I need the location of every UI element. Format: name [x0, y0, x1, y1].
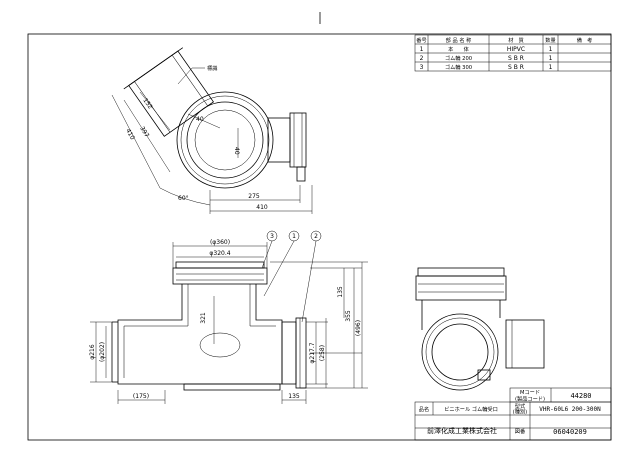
table-cell-no: 2 [420, 55, 424, 62]
table-cell-material: S B R [508, 55, 524, 62]
drawing-number-value: 06040209 [553, 428, 587, 436]
table-cell-material: S B R [508, 64, 524, 71]
dim-phi-216: φ216 [89, 344, 96, 360]
product-name-value: ビニホール ゴム輪受口 [444, 405, 498, 413]
side-view [415, 267, 545, 391]
model-label: 型式 [515, 402, 526, 410]
title-block: Mコード (製品コード) 44280 品名 ビニホール ゴム輪受口 型式 (種別… [414, 387, 612, 441]
dim-135-v: 135 [337, 286, 344, 298]
table-cell-qty: 1 [549, 64, 553, 71]
dim-40-a: 40 [196, 116, 204, 123]
table-cell-qty: 1 [549, 46, 553, 53]
table-header-material: 材 質 [508, 36, 524, 44]
dim-152: 152 [141, 97, 153, 111]
table-header-no: 番号 [416, 37, 426, 44]
dim-phi-320-4: φ320.4 [209, 250, 230, 257]
table-cell-no: 3 [420, 64, 424, 71]
parts-table: 番号 部 品 名 称 材 質 数量 備 考 1 本 体 HIPVC 1 2 ゴム… [414, 34, 612, 72]
drawing-number-label: 図番 [515, 428, 526, 435]
drawing-frame [27, 33, 612, 441]
dim-355: 355 [345, 310, 352, 322]
dim-175: (175) [133, 393, 149, 400]
table-cell-material: HIPVC [507, 46, 525, 53]
dim-321: 321 [200, 312, 207, 324]
callout-3: 3 [270, 233, 274, 240]
dim-275: 275 [248, 193, 260, 200]
table-cell-no: 1 [420, 46, 424, 53]
mcode-label: Mコード [520, 389, 540, 396]
table-header-note: 備 考 [577, 36, 593, 44]
dim-397: 397 [138, 125, 150, 139]
dim-phi-360: (φ360) [210, 239, 230, 246]
dim-496: (496) [355, 320, 362, 336]
callout-2: 2 [314, 233, 318, 240]
dim-phi-202: (φ202) [99, 342, 106, 362]
dim-angle: 60° [178, 195, 189, 202]
front-view: 3 1 2 (φ360) φ320.4 321 135 355 (496) φ2… [89, 230, 368, 404]
table-cell-name: 本 体 [448, 45, 470, 53]
dim-135-h: 135 [288, 393, 300, 400]
product-name-label: 品名 [419, 405, 429, 413]
model-value: VHR-60L6 200-300N [539, 406, 601, 413]
dim-410-v: 410 [124, 128, 136, 142]
table-cell-name: ゴム輪 200 [445, 54, 472, 62]
table-cell-qty: 1 [549, 55, 553, 62]
dim-410-h: 410 [256, 204, 268, 211]
marker-label: 標識 [207, 64, 217, 72]
model-sub: (種別) [513, 408, 527, 416]
dim-258: (258) [319, 345, 326, 361]
mcode-sub: (製品コード) [515, 395, 545, 403]
table-header-name: 部 品 名 称 [446, 36, 472, 44]
table-cell-name: ゴム輪 300 [445, 63, 472, 71]
dim-phi-217-7: φ217.7 [309, 342, 316, 363]
callout-1: 1 [292, 233, 296, 240]
dim-40-b: 40 [233, 147, 240, 155]
company-name: 前澤化成工業株式会社 [427, 426, 497, 435]
top-view: 標識 40 40 152 397 410 60° 275 410 [111, 47, 313, 214]
table-header-qty: 数量 [545, 36, 555, 44]
mcode-value: 44280 [570, 392, 591, 400]
